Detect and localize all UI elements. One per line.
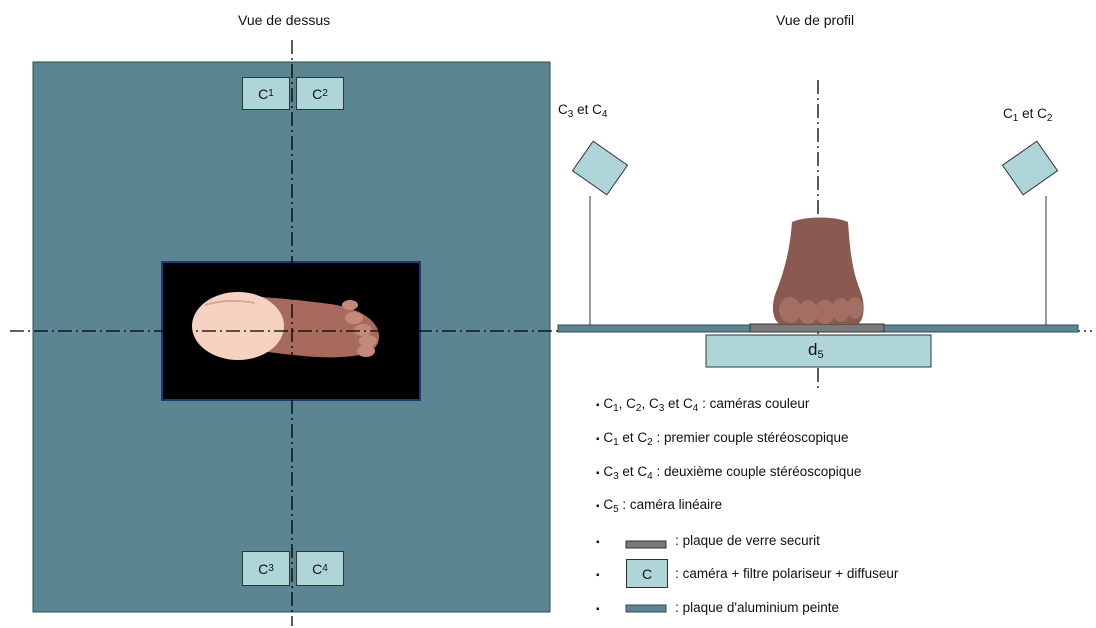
camera-c2-letter: C (312, 85, 323, 102)
legend-item-aluminium-plate: ▪ : plaque d'aluminium peinte (596, 600, 839, 615)
legend-item-camera-symbol: ▪ : caméra + filtre polariseur + diffuse… (596, 566, 899, 581)
linear-camera-label: d5 (808, 340, 824, 361)
legend-aluminium-symbol (625, 604, 667, 613)
legend-item-glass-plate: ▪ : plaque de verre securit (596, 533, 820, 548)
camera-c3-letter: C (258, 560, 269, 577)
profile-view-title: Vue de profil (776, 12, 855, 28)
camera-c4-letter: C (312, 560, 323, 577)
legend-glass-symbol (625, 540, 667, 549)
legend-item-linear-camera: ▪ C5 : caméra linéaire (596, 497, 723, 515)
foot-top-view (192, 292, 380, 360)
legend-item-first-pair: ▪ C1 et C2 : premier couple stéréoscopiq… (596, 430, 849, 448)
legend-camera-symbol: C (626, 559, 668, 588)
left-tilted-camera (571, 140, 629, 196)
camera-c4-index: 4 (322, 563, 328, 574)
camera-c3-index: 3 (268, 563, 274, 574)
legend-item-second-pair: ▪ C3 et C4 : deuxième couple stéréoscopi… (596, 464, 862, 482)
right-pole-label: C1 et C2 (1003, 106, 1053, 124)
legend-item-cameras: ▪ C1, C2, C3 et C4 : caméras couleur (596, 396, 810, 414)
camera-c1-letter: C (258, 85, 269, 102)
camera-c1-index: 1 (268, 88, 274, 99)
right-tilted-camera (1001, 140, 1059, 196)
left-pole-label: C3 et C4 (558, 102, 608, 120)
linear-camera-box (705, 334, 932, 368)
top-view-title: Vue de dessus (238, 12, 331, 28)
camera-c2-index: 2 (322, 88, 328, 99)
foot-profile-view (772, 217, 864, 324)
profile-glass-plate (749, 323, 885, 333)
